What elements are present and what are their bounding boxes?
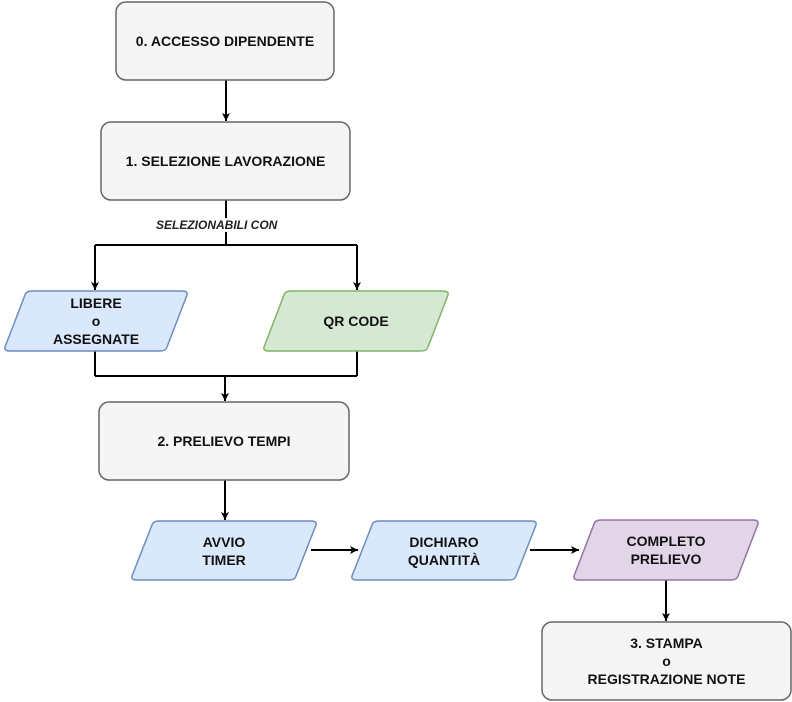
node-stampa-registrazione-note <box>541 621 792 701</box>
node-qr-code <box>263 290 449 352</box>
node-libere-assegnate <box>4 290 188 352</box>
node-prelievo-tempi <box>98 401 350 481</box>
node-selezione-lavorazione <box>100 121 351 201</box>
node-accesso-dipendente <box>115 1 335 81</box>
node-dichiaro-quantita <box>351 520 537 581</box>
node-avvio-timer <box>131 520 317 581</box>
edge-label-selezionabili-con: SELEZIONABILI CON <box>152 218 282 232</box>
node-completo-prelievo <box>573 519 759 581</box>
